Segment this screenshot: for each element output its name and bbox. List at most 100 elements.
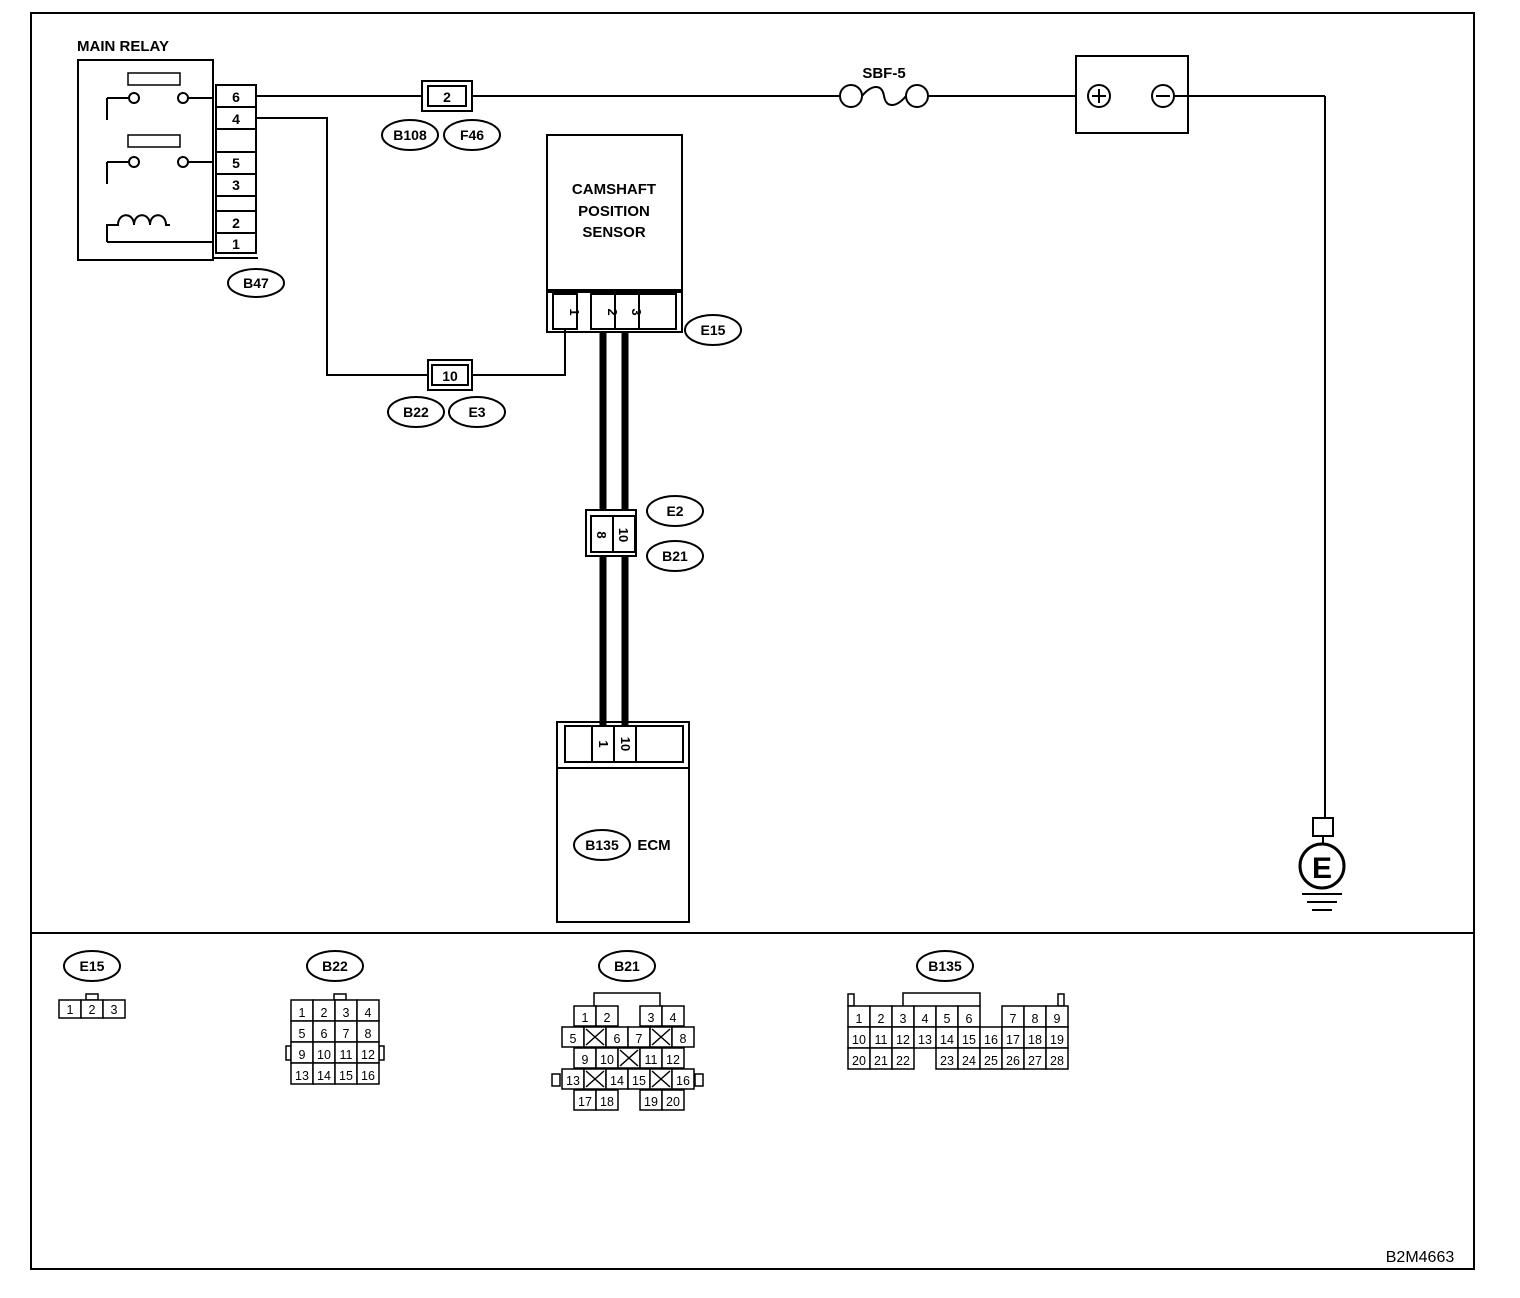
connector-b47-label: B47 bbox=[243, 275, 269, 291]
pin-number: 5 bbox=[299, 1027, 306, 1041]
pin-cell bbox=[661, 1089, 685, 1111]
pin-number: 5 bbox=[570, 1032, 577, 1046]
pin-number: 2 bbox=[878, 1012, 885, 1026]
pin-number: 4 bbox=[365, 1006, 372, 1020]
pin-number: 3 bbox=[111, 1003, 118, 1017]
connector-e2-tag bbox=[646, 495, 704, 527]
connector-b22-label: B22 bbox=[403, 404, 429, 420]
pin-number: 19 bbox=[644, 1095, 658, 1109]
pin-number: 3 bbox=[648, 1011, 655, 1025]
connector-b108-tag bbox=[381, 119, 439, 151]
figure-id: B2M4663 bbox=[1386, 1249, 1455, 1266]
pin-number: 5 bbox=[944, 1012, 951, 1026]
blocked-pin-mark bbox=[619, 1049, 639, 1067]
pin-number: 7 bbox=[343, 1027, 350, 1041]
junction-e2-b21: 8 10 E2 B21 bbox=[585, 495, 704, 572]
pin-number: 6 bbox=[966, 1012, 973, 1026]
blocked-pin-mark bbox=[651, 1028, 671, 1046]
junction-b108-f46: 2 B108 F46 bbox=[381, 80, 501, 151]
pin-number: 28 bbox=[1050, 1054, 1064, 1068]
connector-view-b21-label: B21 bbox=[614, 958, 640, 974]
pin-number: 16 bbox=[361, 1069, 375, 1083]
pin-number: 10 bbox=[852, 1033, 866, 1047]
relay-pin-3: 3 bbox=[232, 177, 240, 193]
pin-number: 12 bbox=[666, 1053, 680, 1067]
pin-number: 26 bbox=[1006, 1054, 1020, 1068]
pin-number: 11 bbox=[875, 1033, 888, 1047]
pin-number: 17 bbox=[578, 1095, 592, 1109]
pin-number: 18 bbox=[1028, 1033, 1042, 1047]
pin-number: 19 bbox=[1050, 1033, 1064, 1047]
sensor-pin-3: 3 bbox=[629, 308, 644, 315]
ground-label: E bbox=[1312, 852, 1332, 885]
pin-number: 20 bbox=[852, 1054, 866, 1068]
ecm-label: ECM bbox=[637, 837, 670, 854]
relay-pin-1: 1 bbox=[232, 236, 240, 252]
blocked-pin-mark bbox=[585, 1070, 605, 1088]
pin-cell bbox=[661, 1005, 685, 1027]
relay-pin-6: 6 bbox=[232, 89, 240, 105]
sensor-pin-2: 2 bbox=[605, 308, 620, 315]
pin-number: 20 bbox=[666, 1095, 680, 1109]
blocked-pin-mark bbox=[651, 1070, 671, 1088]
pin-cell bbox=[1045, 1047, 1069, 1070]
pin-number: 13 bbox=[566, 1074, 580, 1088]
ecm: 1 10 B135 ECM bbox=[556, 721, 690, 923]
pin-number: 12 bbox=[361, 1048, 375, 1062]
pin-number: 15 bbox=[632, 1074, 646, 1088]
pin-number: 7 bbox=[636, 1032, 643, 1046]
pin-number: 23 bbox=[940, 1054, 954, 1068]
pin-number: 2 bbox=[89, 1003, 96, 1017]
pin-number: 6 bbox=[321, 1027, 328, 1041]
pin-number: 13 bbox=[918, 1033, 932, 1047]
sensor-title-line-2: POSITION bbox=[578, 203, 650, 220]
battery bbox=[1075, 55, 1189, 134]
pin-number: 12 bbox=[896, 1033, 910, 1047]
pin-cell bbox=[595, 1005, 619, 1027]
pin-number: 9 bbox=[1054, 1012, 1061, 1026]
pin-number: 2 bbox=[604, 1011, 611, 1025]
sensor-title-line-1: CAMSHAFT bbox=[572, 181, 656, 198]
connector-e3-label: E3 bbox=[468, 404, 485, 420]
relay-pin-4: 4 bbox=[232, 111, 240, 127]
pin-number: 17 bbox=[1006, 1033, 1020, 1047]
pin-cell bbox=[891, 1047, 915, 1070]
pin-number: 25 bbox=[984, 1054, 998, 1068]
connector-b108-label: B108 bbox=[393, 127, 427, 143]
connector-e15-label: E15 bbox=[701, 322, 726, 338]
pin-number: 22 bbox=[896, 1054, 910, 1068]
connector-view-b22-label: B22 bbox=[322, 958, 348, 974]
connector-e15-tag bbox=[684, 314, 742, 346]
ground-wire: E bbox=[1174, 95, 1346, 911]
pin-number: 10 bbox=[317, 1048, 331, 1062]
pin-number: 2 bbox=[321, 1006, 328, 1020]
pin-number: 8 bbox=[680, 1032, 687, 1046]
connector-b21-tag bbox=[646, 540, 704, 572]
junction-mid-pin: 10 bbox=[442, 368, 458, 384]
signal-wire-pair bbox=[599, 331, 629, 725]
connector-b135-label: B135 bbox=[585, 837, 619, 853]
pin-number: 3 bbox=[343, 1006, 350, 1020]
pin-number: 8 bbox=[1032, 1012, 1039, 1026]
connector-b21-label: B21 bbox=[662, 548, 688, 564]
connector-e2-label: E2 bbox=[666, 503, 683, 519]
sensor-title-line-3: SENSOR bbox=[582, 224, 646, 241]
ecm-pin-10: 10 bbox=[618, 737, 633, 751]
main-relay-title: MAIN RELAY bbox=[77, 38, 169, 55]
pin-number: 15 bbox=[339, 1069, 353, 1083]
pin-number: 1 bbox=[856, 1012, 863, 1026]
pin-cell bbox=[671, 1068, 695, 1090]
pin-number: 1 bbox=[582, 1011, 589, 1025]
pin-number: 24 bbox=[962, 1054, 976, 1068]
ground-symbol bbox=[1298, 842, 1346, 890]
sensor-supply-wire bbox=[256, 117, 566, 376]
pin-cell bbox=[102, 999, 126, 1019]
fuse-label: SBF-5 bbox=[862, 65, 905, 82]
main-relay: MAIN RELAY 6 4 5 3 2 1 B47 bbox=[77, 38, 285, 298]
pin-number: 3 bbox=[900, 1012, 907, 1026]
